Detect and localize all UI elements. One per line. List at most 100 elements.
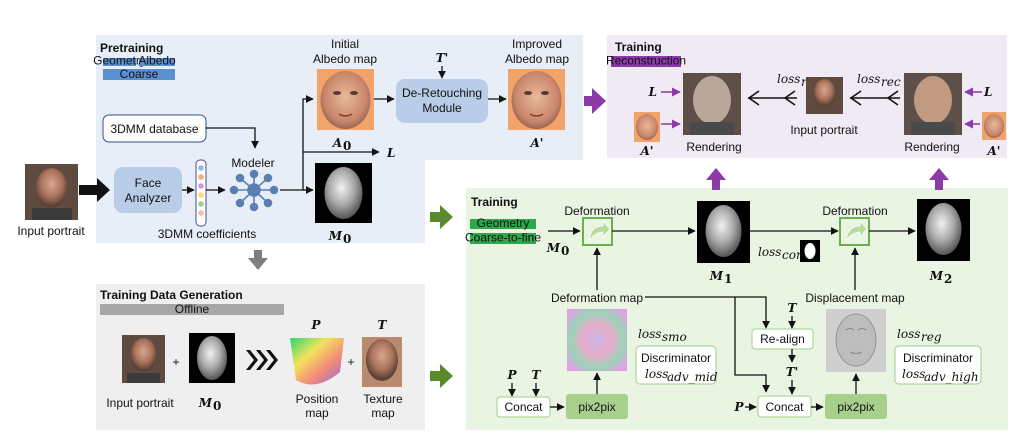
tag-coarse-label: Coarse	[120, 67, 159, 81]
a-prime-label: A'	[530, 136, 544, 150]
discriminator-high-box	[894, 345, 982, 385]
m1-label: M	[709, 269, 724, 283]
train-m0-label: M	[546, 241, 561, 255]
loss-reg-label: loss	[897, 327, 920, 341]
datagen-m0-image	[189, 333, 235, 383]
right-P-label: P	[733, 400, 744, 414]
pix2pix-label-right: pix2pix	[837, 400, 874, 414]
recon-a-prime-right: A'	[987, 144, 1001, 158]
initial-albedo-label-1: Initial	[331, 37, 359, 51]
m2-geometry-image	[917, 199, 970, 261]
deretouching-module	[396, 79, 488, 123]
loss-smo-subscript: smo	[662, 330, 687, 344]
left-P-label: P	[506, 368, 517, 382]
face-analyzer-box	[114, 167, 182, 213]
deretouching-label-2: Module	[422, 101, 462, 115]
loss-rec-left-label: loss	[777, 72, 800, 86]
datagen-m0-label: M	[198, 396, 213, 410]
train-geometry-title: Training	[471, 195, 518, 209]
recon-L-right: L	[983, 85, 992, 99]
rendering-label-left: Rendering	[686, 140, 741, 154]
position-map-image	[290, 338, 344, 385]
m0-label: M	[328, 229, 343, 243]
green-arrow-lower	[430, 364, 453, 388]
double-arrow-left	[747, 90, 797, 106]
realign-box	[751, 328, 814, 350]
position-map-label-1: Position	[296, 392, 339, 406]
discriminator-mid-label: Discriminator	[641, 351, 711, 365]
light-L-label: L	[386, 146, 395, 160]
recon-albedo-left-image	[634, 112, 660, 142]
texture-map-image	[362, 337, 402, 387]
recon-a-prime-left: A'	[640, 144, 654, 158]
deformation-label-2: Deformation	[822, 204, 887, 218]
tag-offline	[100, 304, 284, 315]
m0-subscript: 0	[343, 232, 351, 246]
tag-reconstruction-label: Reconstruction	[606, 54, 686, 68]
loss-adv-mid-subscript: adv_mid	[667, 370, 718, 384]
pix2pix-label-left: pix2pix	[578, 400, 615, 414]
green-arrow-upper	[430, 205, 453, 229]
tag-geometry-train-label: Geometry	[477, 216, 530, 230]
m1-geometry-image	[697, 201, 750, 263]
loss-con-mask-image	[800, 240, 820, 262]
rendering-image-left	[683, 73, 741, 135]
m1-subscript: 1	[724, 272, 732, 286]
initial-albedo-image	[317, 69, 374, 130]
loss-adv-high-label: loss	[902, 367, 925, 381]
deformation-icon-1	[582, 217, 613, 246]
triple-chevron-icon	[246, 350, 278, 370]
double-arrow-right	[849, 90, 900, 106]
tag-coarse	[103, 69, 175, 80]
improved-albedo-label-1: Improved	[512, 37, 562, 51]
tag-reconstruction	[611, 56, 681, 67]
position-map-label-2: map	[305, 406, 329, 420]
loss-con-subscript: con	[782, 248, 804, 262]
loss-adv-mid-label: loss	[645, 367, 668, 381]
a0-subscript: 0	[343, 139, 351, 153]
plus-1: +	[172, 355, 179, 369]
recon-input-portrait-image	[806, 77, 843, 114]
realign-label: Re-align	[760, 332, 805, 346]
coefficients-label: 3DMM coefficients	[158, 227, 256, 241]
datagen-title: Training Data Generation	[100, 288, 243, 302]
input-portrait-label: Input portrait	[17, 224, 85, 238]
texture-map-label-2: map	[371, 406, 395, 420]
datagen-T-label: T	[378, 318, 388, 332]
loss-reg-subscript: reg	[921, 330, 942, 344]
tag-geometry	[103, 58, 136, 66]
recon-L-left: L	[648, 85, 657, 99]
tag-albedo-label: Albedo	[138, 54, 176, 68]
tag-coarse-to-fine	[470, 233, 536, 244]
a0-label: A	[332, 136, 342, 150]
arrow-input-to-analyzer	[79, 178, 110, 202]
deretouching-label-1: De-Retouching	[402, 86, 482, 100]
plus-2: +	[347, 355, 354, 369]
coefficient-vector	[195, 159, 207, 227]
rendering-image-right	[904, 73, 962, 135]
arrow-to-reconstruction	[584, 88, 606, 114]
pretraining-title: Pretraining	[100, 41, 163, 55]
recon-albedo-right-image	[982, 112, 1006, 140]
modeler-network-icon	[229, 169, 279, 212]
deformation-map-image	[567, 309, 627, 371]
input-portrait-image	[25, 164, 78, 220]
loss-rec-right-subscript: rec	[881, 75, 901, 89]
concat-label-left: Concat	[504, 400, 543, 414]
purple-up-arrow-m2	[929, 168, 949, 190]
datagen-P-label: P	[310, 318, 321, 332]
tag-albedo	[139, 58, 175, 66]
loss-rec-right-label: loss	[857, 72, 880, 86]
improved-albedo-image	[508, 69, 565, 130]
tag-coarse-to-fine-label: Coarse-to-fine	[465, 231, 541, 245]
right-t-prime-label: T'	[786, 365, 799, 379]
tag-offline-label: Offline	[175, 302, 210, 316]
modeler-label: Modeler	[231, 156, 274, 170]
train-m0-subscript: 0	[561, 244, 569, 258]
datagen-input-portrait-label: Input portrait	[106, 396, 174, 410]
t-prime-label: T'	[436, 51, 449, 65]
tag-geometry-train	[470, 219, 536, 229]
deformation-map-label: Deformation map	[551, 291, 643, 305]
m0-geometry-image	[315, 163, 372, 223]
